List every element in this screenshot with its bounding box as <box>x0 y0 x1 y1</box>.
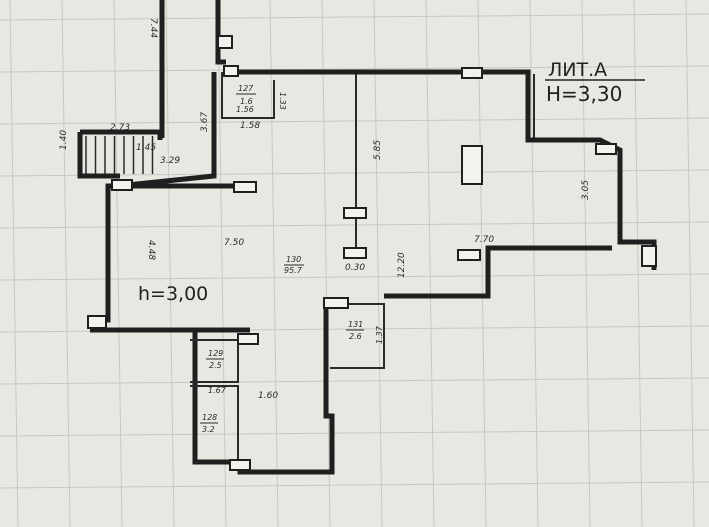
room-131-area: 2.6 <box>349 332 362 341</box>
dim-273: 2.73 <box>110 123 130 133</box>
grid-line <box>425 0 435 527</box>
height-left-label: h=3,00 <box>138 283 208 305</box>
dim-167: 1.67 <box>208 386 227 395</box>
dim-750: 7.50 <box>224 238 244 248</box>
dim-137: 1.37 <box>375 325 384 344</box>
column <box>323 297 349 309</box>
grid-line <box>529 0 539 527</box>
height-main-label: H=3,30 <box>546 82 622 106</box>
wall-stair-left <box>77 132 120 179</box>
wall-upper-shaft <box>215 0 226 65</box>
grid-line <box>685 0 695 527</box>
dim-448: 4.48 <box>146 240 156 260</box>
staircase <box>85 136 154 174</box>
dim-133: 1.33 <box>278 92 287 110</box>
partition-127 <box>221 72 275 119</box>
grid-line <box>0 65 709 73</box>
grid-line <box>0 221 709 229</box>
grid-line <box>269 0 279 527</box>
grid-line <box>217 0 227 527</box>
room-129-number: 129 <box>208 349 223 358</box>
dim-305: 3.05 <box>581 180 591 200</box>
dim-158: 1.58 <box>240 121 260 131</box>
grid-line <box>0 117 709 125</box>
dim-585: 5.85 <box>373 140 383 160</box>
partition-131 <box>330 303 385 369</box>
room-128-number: 128 <box>202 413 217 422</box>
grid-line <box>0 377 709 385</box>
column <box>457 249 481 261</box>
column <box>595 143 617 155</box>
grid-line <box>61 0 71 527</box>
wall-stair-top <box>80 129 163 140</box>
column <box>217 35 233 49</box>
grid-line <box>373 0 383 527</box>
dim-329: 3.29 <box>160 156 180 166</box>
dim-744: 7.44 <box>148 18 158 38</box>
grid-line <box>321 0 331 527</box>
wall-center-bottom <box>323 302 335 462</box>
dim-145: 1.45 <box>136 143 156 153</box>
grid-line <box>113 0 123 527</box>
column <box>461 145 483 185</box>
room-131-number: 131 <box>348 320 363 329</box>
column <box>229 459 251 471</box>
room-128-area: 3.2 <box>202 425 215 434</box>
partition-128 <box>190 385 239 460</box>
column <box>641 245 657 267</box>
lit-label: ЛИТ.А <box>548 59 607 81</box>
room-130-area: 95.7 <box>284 266 303 275</box>
grid-line <box>0 429 709 437</box>
grid-line <box>9 0 19 527</box>
column <box>87 315 107 329</box>
dim-367: 3.67 <box>200 112 210 132</box>
dim-030: 0.30 <box>345 263 365 273</box>
room-127-area: 1.6 <box>240 97 253 106</box>
column <box>237 333 259 345</box>
column <box>111 179 133 191</box>
partition-129 <box>190 339 239 383</box>
grid-line <box>633 0 643 527</box>
dimension-labels: 7.44 2.73 1.40 1.45 3.29 3.67 1.58 1.33 … <box>59 18 591 401</box>
columns <box>87 35 657 471</box>
room-labels: 127 1.6 130 95.7 131 2.6 129 2.5 128 3.2 <box>200 84 364 434</box>
grid-line <box>0 481 709 489</box>
grid-line <box>581 0 591 527</box>
dim-1220: 12.20 <box>397 252 407 278</box>
column <box>233 181 257 193</box>
dim-770: 7.70 <box>474 235 494 245</box>
column <box>343 207 367 219</box>
grid-line <box>0 13 709 21</box>
dim-140: 1.40 <box>59 130 69 150</box>
dim-160: 1.60 <box>258 391 278 401</box>
room-127-number: 127 <box>238 84 254 93</box>
column <box>223 65 239 77</box>
dim-156: 1.56 <box>236 105 254 114</box>
column <box>461 67 483 79</box>
wall-right-step <box>384 245 612 299</box>
grid-line <box>165 0 175 527</box>
room-130-number: 130 <box>286 255 301 264</box>
room-129-area: 2.5 <box>209 361 222 370</box>
grid-line <box>477 0 487 527</box>
column <box>343 247 367 259</box>
grid-line <box>0 273 709 281</box>
